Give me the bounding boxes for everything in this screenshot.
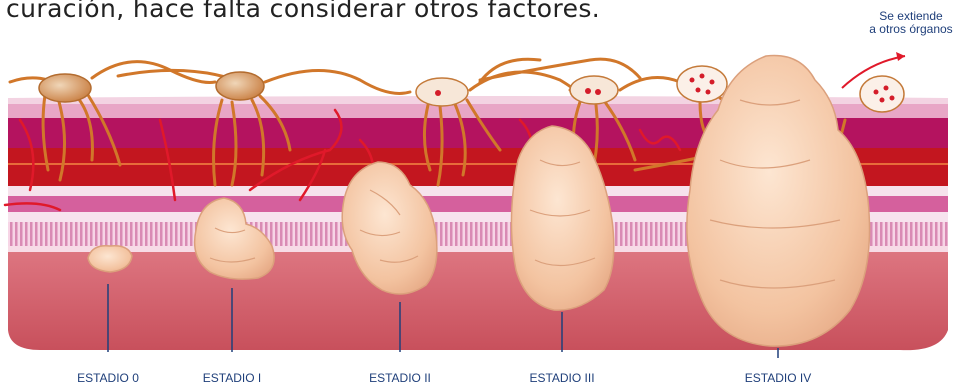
- lymph-node-6: [860, 76, 904, 112]
- stage-label-0: ESTADIO 0: [48, 371, 168, 385]
- metastasis-dot: [435, 90, 441, 96]
- stage-label-2: ESTADIO II: [340, 371, 460, 385]
- stage-label-3: ESTADIO III: [502, 371, 622, 385]
- lymph-node-3: [416, 78, 468, 106]
- lymph-node-5: [677, 66, 727, 102]
- lymph-node-2: [216, 72, 264, 100]
- stage-label-4: ESTADIO IV: [718, 371, 838, 385]
- lymph-node-4: [570, 76, 618, 104]
- stage-label-1: ESTADIO I: [172, 371, 292, 385]
- lymph-node-1: [39, 74, 91, 102]
